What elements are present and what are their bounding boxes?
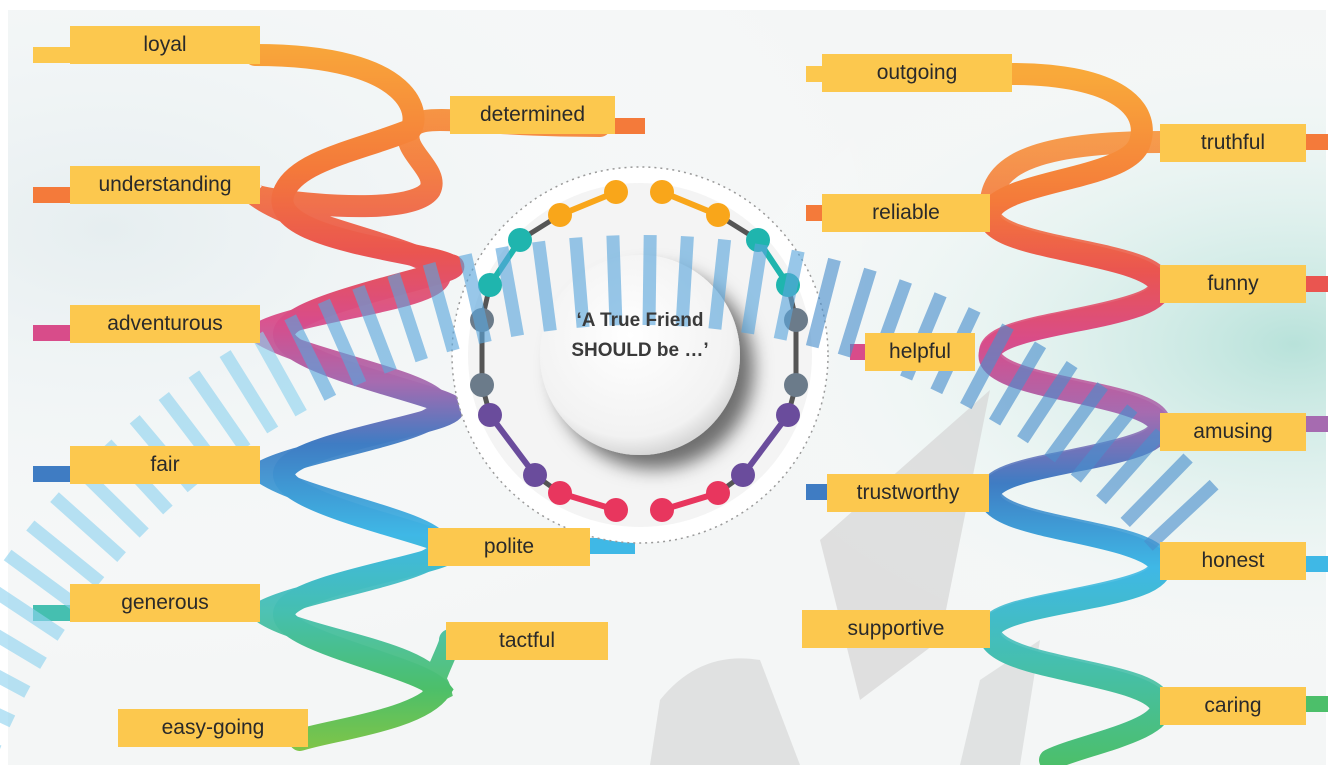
label-supportive: supportive: [802, 610, 990, 648]
stripe-bar: [251, 331, 307, 417]
stripe-bar: [387, 272, 428, 363]
label-caring: caring: [1160, 687, 1306, 725]
center-disc: [540, 255, 740, 455]
stripe-bar: [675, 236, 694, 327]
stripe-bar: [569, 237, 590, 328]
stripe-bar: [26, 520, 105, 588]
center-caption-line2: SHOULD be …’: [571, 340, 709, 361]
stripe-bar: [317, 298, 367, 387]
label-tactful: tactful: [446, 622, 608, 660]
label-easy-going: easy-going: [118, 709, 308, 747]
label-understanding: understanding: [70, 166, 260, 204]
stripe-bar: [422, 262, 460, 353]
stripe-bar: [219, 350, 279, 434]
stripe-bar: [837, 267, 877, 358]
label-loyal: loyal: [70, 26, 260, 64]
stripe-bar: [989, 341, 1047, 426]
label-funny: funny: [1160, 265, 1306, 303]
stripe-bar: [708, 238, 732, 330]
stripe-bar: [741, 243, 768, 335]
stripe-bar: [1143, 479, 1219, 551]
stripe-bar: [642, 235, 657, 326]
stripe-bar: [1044, 382, 1108, 463]
stripe-bar: [1070, 404, 1138, 483]
label-generous: generous: [70, 584, 260, 622]
label-outgoing: outgoing: [822, 54, 1012, 92]
stripe-bar: [495, 246, 524, 338]
stripe-bar: [352, 284, 397, 374]
label-honest: honest: [1160, 542, 1306, 580]
label-determined: determined: [450, 96, 615, 134]
stripe-bar: [1120, 453, 1193, 527]
label-helpful: helpful: [865, 333, 975, 371]
stripe-bar: [0, 670, 31, 698]
stripe-bar: [284, 314, 337, 401]
label-trustworthy: trustworthy: [827, 474, 989, 512]
label-polite: polite: [428, 528, 590, 566]
stripe-bar: [1096, 428, 1166, 505]
ring-beads: [470, 180, 808, 522]
center-caption: ‘A True Friend SHOULD be …’: [520, 306, 760, 366]
label-amusing: amusing: [1160, 413, 1306, 451]
center-caption-line1: ‘A True Friend: [576, 310, 704, 331]
label-reliable: reliable: [822, 194, 990, 232]
stripe-bar: [606, 235, 623, 326]
stripe-bar: [3, 549, 84, 614]
stripe-bar: [0, 586, 65, 641]
stripe-bar: [805, 257, 841, 349]
stripe-bar: [188, 370, 251, 452]
stripe-bar: [50, 492, 126, 562]
stripe-bar: [0, 629, 47, 669]
watermark-shape: [960, 640, 1040, 765]
label-fair: fair: [70, 446, 260, 484]
stripe-bar: [458, 253, 492, 344]
label-truthful: truthful: [1160, 124, 1306, 162]
stripe-bar: [1017, 361, 1078, 444]
stripe-bar: [532, 240, 557, 332]
stripe-bar: [773, 249, 805, 341]
stripe-bar: [960, 323, 1014, 410]
watermark-shape: [650, 658, 800, 765]
label-adventurous: adventurous: [70, 305, 260, 343]
